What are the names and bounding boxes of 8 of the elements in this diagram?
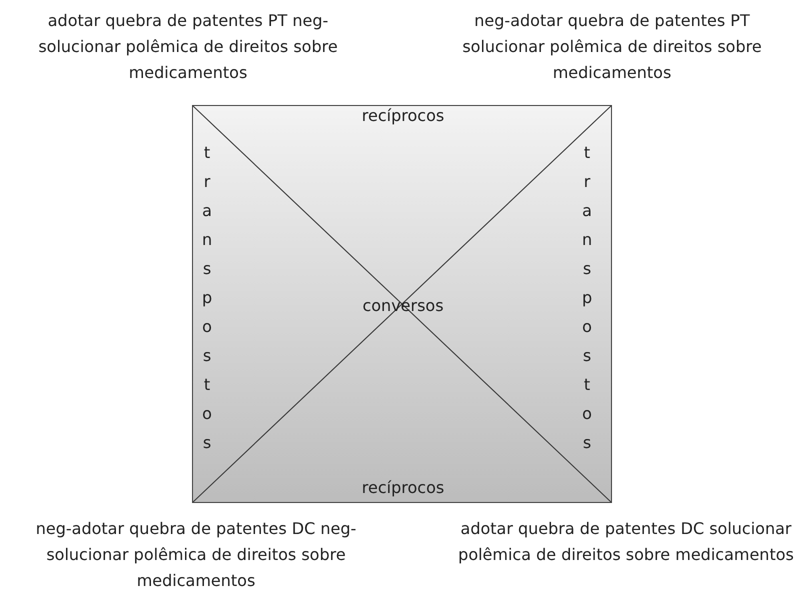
corner-label: adotar quebra de patentes PT neg-solucionar polêmica de direitos sobre medicamentos	[37, 10, 339, 84]
side-label: recíprocos	[362, 478, 444, 497]
corner-label: neg-adotar quebra de patentes DC neg-solucionar polêmica de direitos sobre medicamentos	[34, 518, 358, 592]
corner-label: neg-adotar quebra de patentes PT solucionar polêmica de direitos sobre medicamentos	[461, 10, 763, 84]
corner-label: adotar quebra de patentes DC solucionar polêmica de direitos sobre medicamentos	[457, 518, 795, 566]
side-label: recíprocos	[362, 106, 444, 125]
side-label: transpostos	[582, 142, 592, 454]
side-label: transpostos	[202, 142, 212, 454]
